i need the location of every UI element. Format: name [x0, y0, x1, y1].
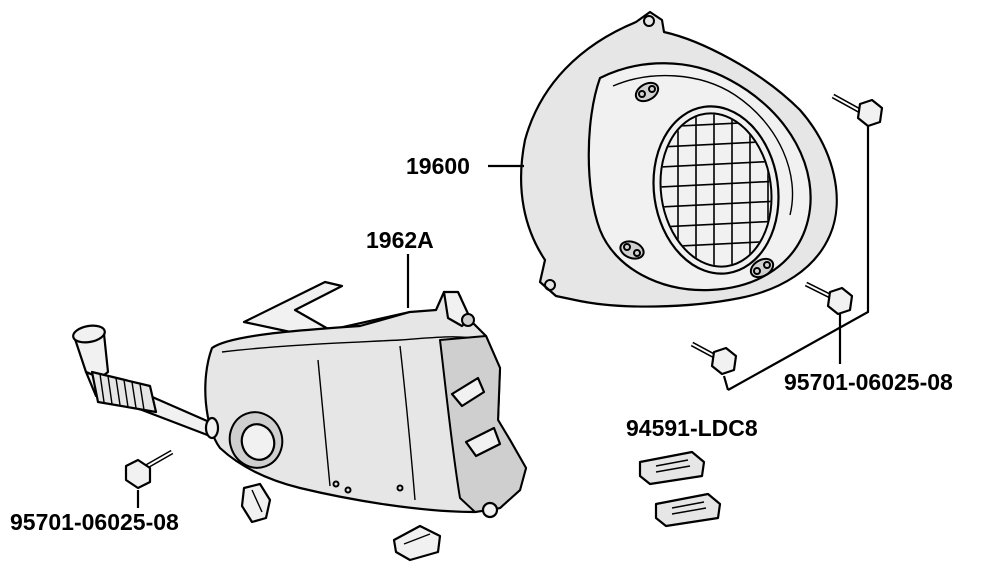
label-clip: 94591-LDC8 [626, 415, 758, 441]
label-shroud: 1962A [366, 227, 434, 253]
clip-under-shroud-bottom [392, 524, 442, 562]
clip-under-shroud-left [240, 482, 272, 524]
fan-cover [519, 10, 838, 308]
leader-lines [136, 126, 870, 508]
mount-slot-left [619, 240, 645, 260]
clip-lower [654, 492, 722, 528]
label-fan-cover: 19600 [406, 153, 470, 179]
bolt-right-bottom [690, 341, 738, 376]
bolt-right-middle [804, 281, 854, 316]
label-bolt-right: 95701-06025-08 [784, 369, 953, 395]
mount-slot-top [634, 81, 660, 103]
intake-hose [72, 324, 220, 440]
engine-shroud [204, 280, 528, 519]
bolt-left [124, 449, 174, 490]
label-bolt-left: 95701-06025-08 [10, 509, 179, 535]
mount-slot-right [749, 257, 775, 279]
bolt-right-top [831, 93, 884, 128]
clip-upper [638, 450, 706, 486]
